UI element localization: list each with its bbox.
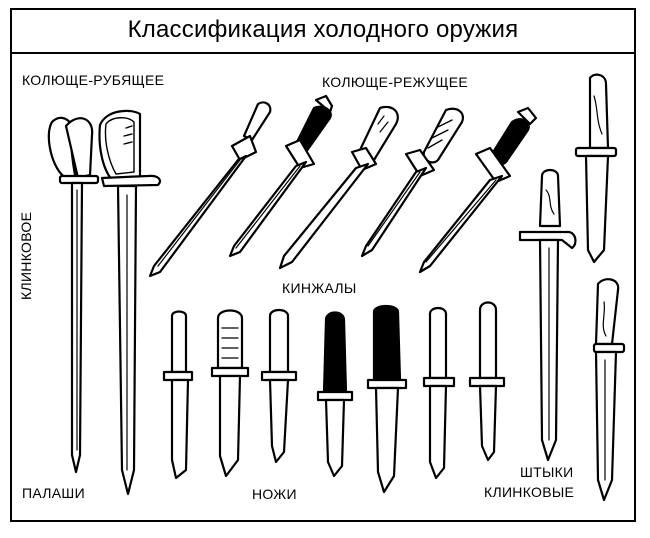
- bayonet-1: [518, 168, 577, 462]
- label-piercing-chopping: КОЛЮЩЕ-РУБЯЩЕЕ: [22, 72, 165, 88]
- knife-4: [316, 311, 354, 478]
- dagger-2: [228, 94, 334, 258]
- knife-2: [210, 309, 250, 478]
- dagger-3: [278, 105, 399, 270]
- knife-6: [422, 306, 456, 480]
- dagger-4: [360, 107, 464, 258]
- label-broadswords: ПАЛАШИ: [22, 485, 85, 501]
- label-bladed: КЛИНКОВОЕ: [18, 211, 34, 300]
- bayonet-3: [592, 278, 626, 502]
- label-bayonets-line1: ШТЫКИ: [520, 464, 574, 480]
- broadsword-2: [98, 109, 162, 496]
- dagger-5: [418, 106, 538, 274]
- outer-frame: [10, 8, 636, 522]
- knife-5: [366, 304, 408, 494]
- knife-7: [468, 301, 506, 462]
- bayonet-2: [574, 73, 618, 264]
- label-daggers: КИНЖАЛЫ: [282, 280, 357, 296]
- dagger-1: [148, 101, 272, 278]
- title-bar: Классификация холодного оружия: [10, 8, 636, 54]
- page-title: Классификация холодного оружия: [127, 16, 519, 43]
- label-knives: НОЖИ: [252, 486, 297, 502]
- broadsword-1: [47, 116, 100, 474]
- label-bayonets-line2: КЛИНКОВЫЕ: [484, 484, 575, 500]
- label-piercing-cutting: КОЛЮЩЕ-РЕЖУЩЕЕ: [322, 74, 468, 90]
- knife-3: [260, 308, 298, 464]
- knife-1: [162, 310, 194, 480]
